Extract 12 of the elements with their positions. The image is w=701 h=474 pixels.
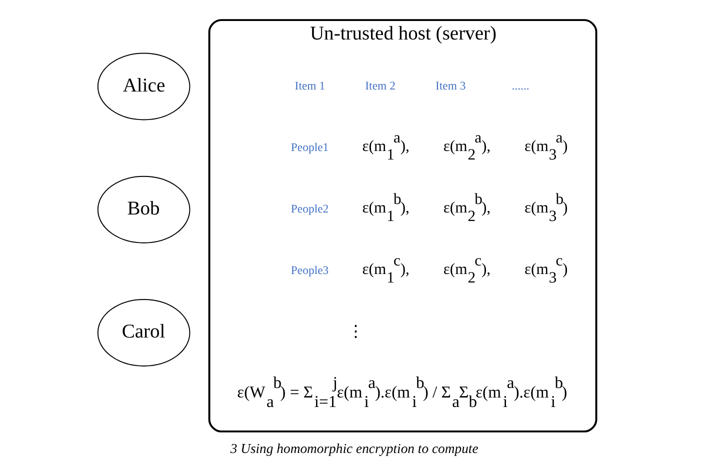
caption: 3 Using homomorphic encryption to compute [230, 441, 478, 456]
label: Item 3 [435, 80, 466, 93]
label: Item 1 [294, 80, 325, 93]
node-ellipse: Bob [96, 176, 190, 244]
label: People3 [290, 264, 328, 278]
node-ellipse: Carol [96, 299, 190, 366]
label: People2 [290, 202, 328, 216]
label: ...... [511, 80, 529, 93]
label: People1 [290, 141, 328, 154]
label: ⋮ [347, 322, 364, 341]
node-ellipse: Alice [96, 52, 190, 120]
label: Item 2 [364, 80, 395, 93]
